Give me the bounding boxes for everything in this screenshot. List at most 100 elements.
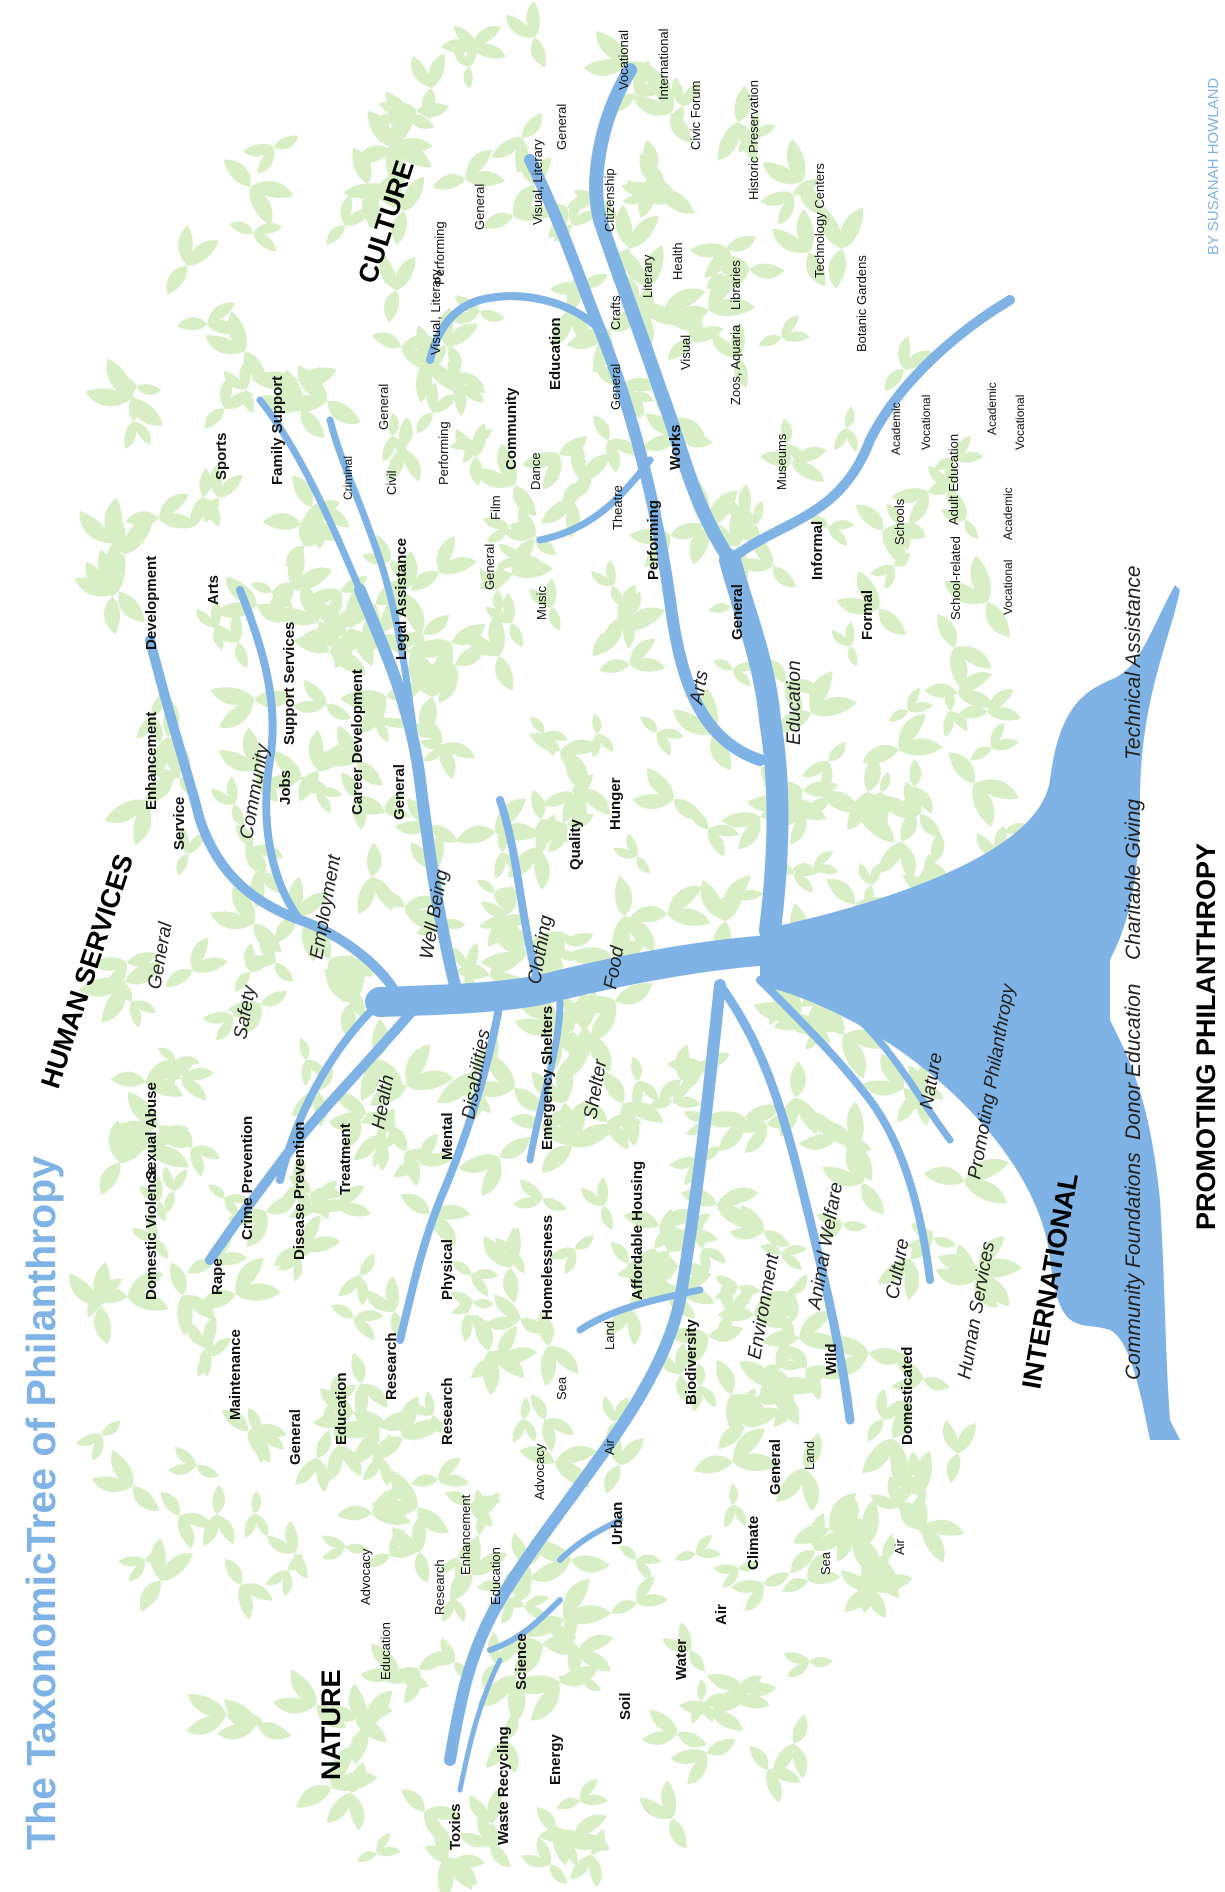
label: Film bbox=[488, 495, 503, 520]
label: Quality bbox=[567, 818, 584, 870]
label: Schools bbox=[892, 498, 907, 545]
label: General bbox=[554, 104, 569, 150]
leaf-cluster bbox=[497, 0, 558, 68]
leaf-cluster bbox=[674, 1527, 726, 1572]
label: Academic bbox=[985, 382, 999, 435]
label: Domestic Violence bbox=[143, 1167, 160, 1300]
label: Enhancement bbox=[143, 712, 160, 810]
leaf-cluster bbox=[758, 308, 814, 356]
root-donor-education: Donor Education bbox=[1122, 984, 1145, 1140]
leaf-cluster bbox=[503, 1167, 567, 1233]
page-title: The TaxonomicTree of Philanthropy bbox=[18, 1156, 64, 1850]
label: Literary bbox=[640, 254, 655, 298]
label: Citizenship bbox=[602, 168, 617, 232]
leaf-cluster bbox=[464, 1216, 544, 1304]
label: Academic bbox=[889, 402, 903, 455]
label: Career Development bbox=[349, 669, 366, 815]
label: Biodiversity bbox=[683, 1318, 700, 1405]
label: Air bbox=[602, 1438, 617, 1455]
leaf-cluster bbox=[611, 1571, 671, 1621]
label: Support Services bbox=[281, 622, 298, 745]
label: Homelessness bbox=[539, 1215, 556, 1320]
leaf-cluster bbox=[224, 1558, 273, 1620]
leaf-cluster bbox=[556, 1771, 613, 1820]
label: Sea bbox=[554, 1376, 569, 1400]
leaf-cluster bbox=[455, 608, 526, 691]
label: Soil bbox=[617, 1692, 634, 1720]
label: General bbox=[729, 584, 746, 640]
branches bbox=[145, 63, 1015, 1793]
label: Research bbox=[432, 1559, 447, 1615]
leaf-cluster bbox=[408, 535, 478, 592]
label: School-related bbox=[948, 536, 963, 620]
label: Waste Recycling bbox=[495, 1726, 512, 1845]
leaf-cluster bbox=[970, 722, 1020, 762]
leaf-cluster bbox=[357, 1829, 404, 1868]
label: Disease Prevention bbox=[291, 1122, 308, 1260]
label: Land bbox=[602, 1321, 617, 1350]
label: Family Support bbox=[269, 376, 286, 485]
label: Domesticated bbox=[899, 1347, 916, 1445]
label: Enhancement bbox=[458, 1494, 473, 1575]
label: Visual, Literary bbox=[428, 269, 443, 355]
leaf-cluster bbox=[760, 419, 841, 501]
label: Visual, Literary bbox=[530, 139, 545, 225]
label: Sea bbox=[818, 1551, 833, 1575]
label: Informal bbox=[809, 521, 826, 580]
leaf-cluster bbox=[578, 713, 625, 764]
leaf-cluster bbox=[223, 145, 300, 233]
label: Education bbox=[784, 660, 805, 745]
leaf-cluster bbox=[77, 348, 164, 446]
label: Jobs bbox=[277, 770, 294, 805]
label: Affordable Housing bbox=[629, 1161, 646, 1300]
leaf-cluster bbox=[164, 937, 229, 988]
label: Service bbox=[171, 797, 188, 850]
label: Physical bbox=[439, 1239, 456, 1300]
leaf-cluster bbox=[774, 1637, 834, 1693]
leaf-cluster bbox=[168, 1671, 264, 1766]
label: Works bbox=[667, 424, 684, 470]
label: Arts bbox=[205, 575, 222, 605]
leaf-cluster bbox=[948, 743, 1022, 832]
label: General bbox=[391, 764, 408, 820]
label: Theatre bbox=[610, 485, 625, 530]
label: Historic Preservation bbox=[746, 80, 761, 200]
leaf-cluster bbox=[144, 216, 231, 295]
label: Education bbox=[333, 1372, 350, 1445]
section-promoting-philanthropy: PROMOTING PHILANTHROPY bbox=[1191, 843, 1221, 1230]
label: Museums bbox=[774, 433, 789, 490]
root-base bbox=[760, 585, 1180, 1440]
label: Safety bbox=[230, 983, 260, 1041]
leaf-cluster bbox=[574, 1172, 623, 1230]
label: Development bbox=[143, 556, 160, 650]
leaf-cluster bbox=[611, 831, 651, 878]
label: Education bbox=[547, 317, 564, 390]
label: Animal Welfare bbox=[804, 1181, 847, 1312]
label: Crafts bbox=[608, 295, 623, 330]
label: Toxics bbox=[447, 1804, 464, 1850]
leaf-cluster bbox=[580, 579, 672, 657]
label: General bbox=[376, 384, 391, 430]
culture-labels: Vocational International Civic Forum His… bbox=[376, 28, 1027, 745]
label: Formal bbox=[859, 590, 876, 640]
root-community-foundations: Community Foundations bbox=[1122, 1152, 1145, 1380]
label: Performing bbox=[645, 500, 662, 580]
label: Sports bbox=[213, 432, 230, 480]
label: Mental bbox=[439, 1112, 456, 1160]
label: Sexual Abuse bbox=[143, 1082, 160, 1180]
label: Education bbox=[378, 1622, 393, 1680]
label: Research bbox=[383, 1332, 400, 1400]
label: Visual bbox=[678, 335, 693, 370]
label: Research bbox=[439, 1377, 456, 1445]
label: Music bbox=[534, 586, 549, 620]
label: Air bbox=[892, 1538, 907, 1555]
label: Treatment bbox=[337, 1123, 354, 1195]
label: Education bbox=[488, 1547, 503, 1605]
label: Dance bbox=[528, 452, 543, 490]
label: Adult Education bbox=[946, 434, 961, 525]
leaf-cluster bbox=[622, 755, 705, 844]
label: Civil bbox=[384, 470, 399, 495]
label: Vocational bbox=[1001, 560, 1015, 615]
label: Vocational bbox=[919, 395, 933, 450]
